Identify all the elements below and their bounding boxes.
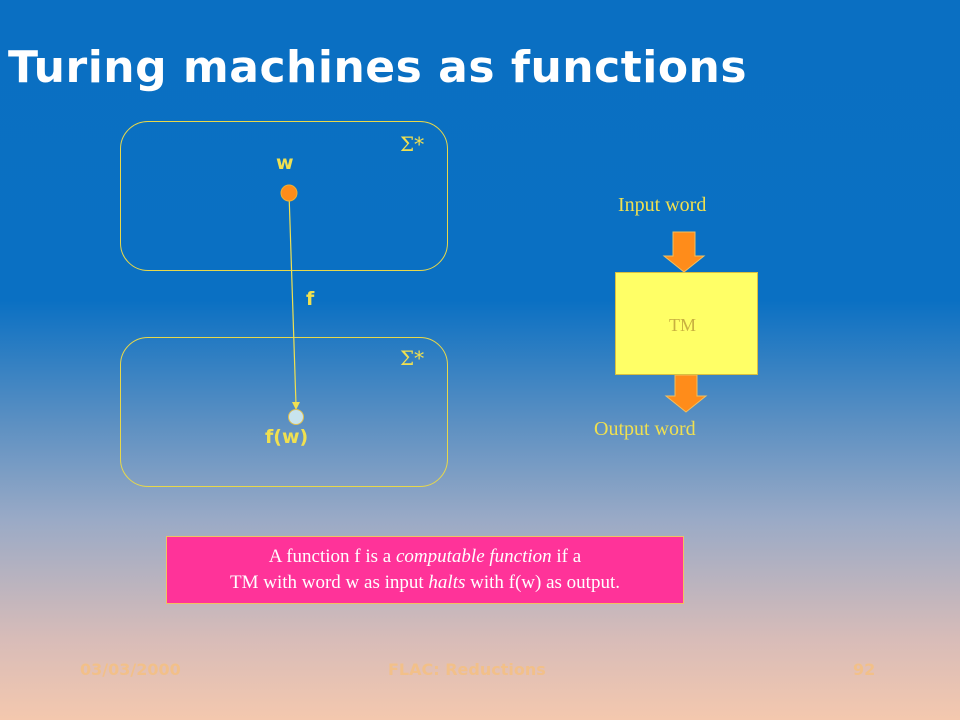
set-box-codomain (120, 337, 448, 487)
definition-emphasis: computable function (395, 546, 552, 567)
turing-machine-label: TM (669, 315, 696, 335)
footer-course: FLAC: Reductions (388, 660, 546, 679)
turing-machine-box (615, 272, 758, 375)
definition-line-2: TM with word w as input halts with f(w) … (167, 570, 683, 596)
output-arrow-icon (664, 374, 708, 413)
element-label-w: w (276, 152, 294, 174)
definition-text: A function f is a (268, 546, 396, 567)
set-box-domain (120, 121, 448, 271)
definition-text: TM with word w as input (229, 572, 429, 593)
input-arrow-icon (662, 231, 706, 273)
footer-page-number: 92 (853, 660, 876, 679)
slide-title: Turing machines as functions (8, 42, 748, 93)
sigma-star-label-bottom: Σ* (400, 346, 425, 370)
definition-text: if a (551, 546, 582, 567)
element-label-fw: f(w) (265, 426, 309, 448)
target-point-dot (288, 409, 304, 425)
definition-text: with f(w) as output. (465, 572, 620, 593)
sigma-star-label-top: Σ* (400, 132, 425, 156)
footer-date: 03/03/2000 (80, 660, 181, 679)
mapping-arrowhead (292, 402, 300, 410)
mapping-line (288, 192, 297, 406)
input-word-label: Input word (618, 194, 707, 216)
definition-emphasis: halts (428, 572, 466, 593)
source-point-dot (280, 184, 298, 202)
mapping-label-f: f (306, 288, 315, 310)
definition-box: A function f is a computable function if… (166, 536, 684, 604)
output-word-label: Output word (594, 418, 696, 440)
definition-line-1: A function f is a computable function if… (167, 544, 683, 570)
